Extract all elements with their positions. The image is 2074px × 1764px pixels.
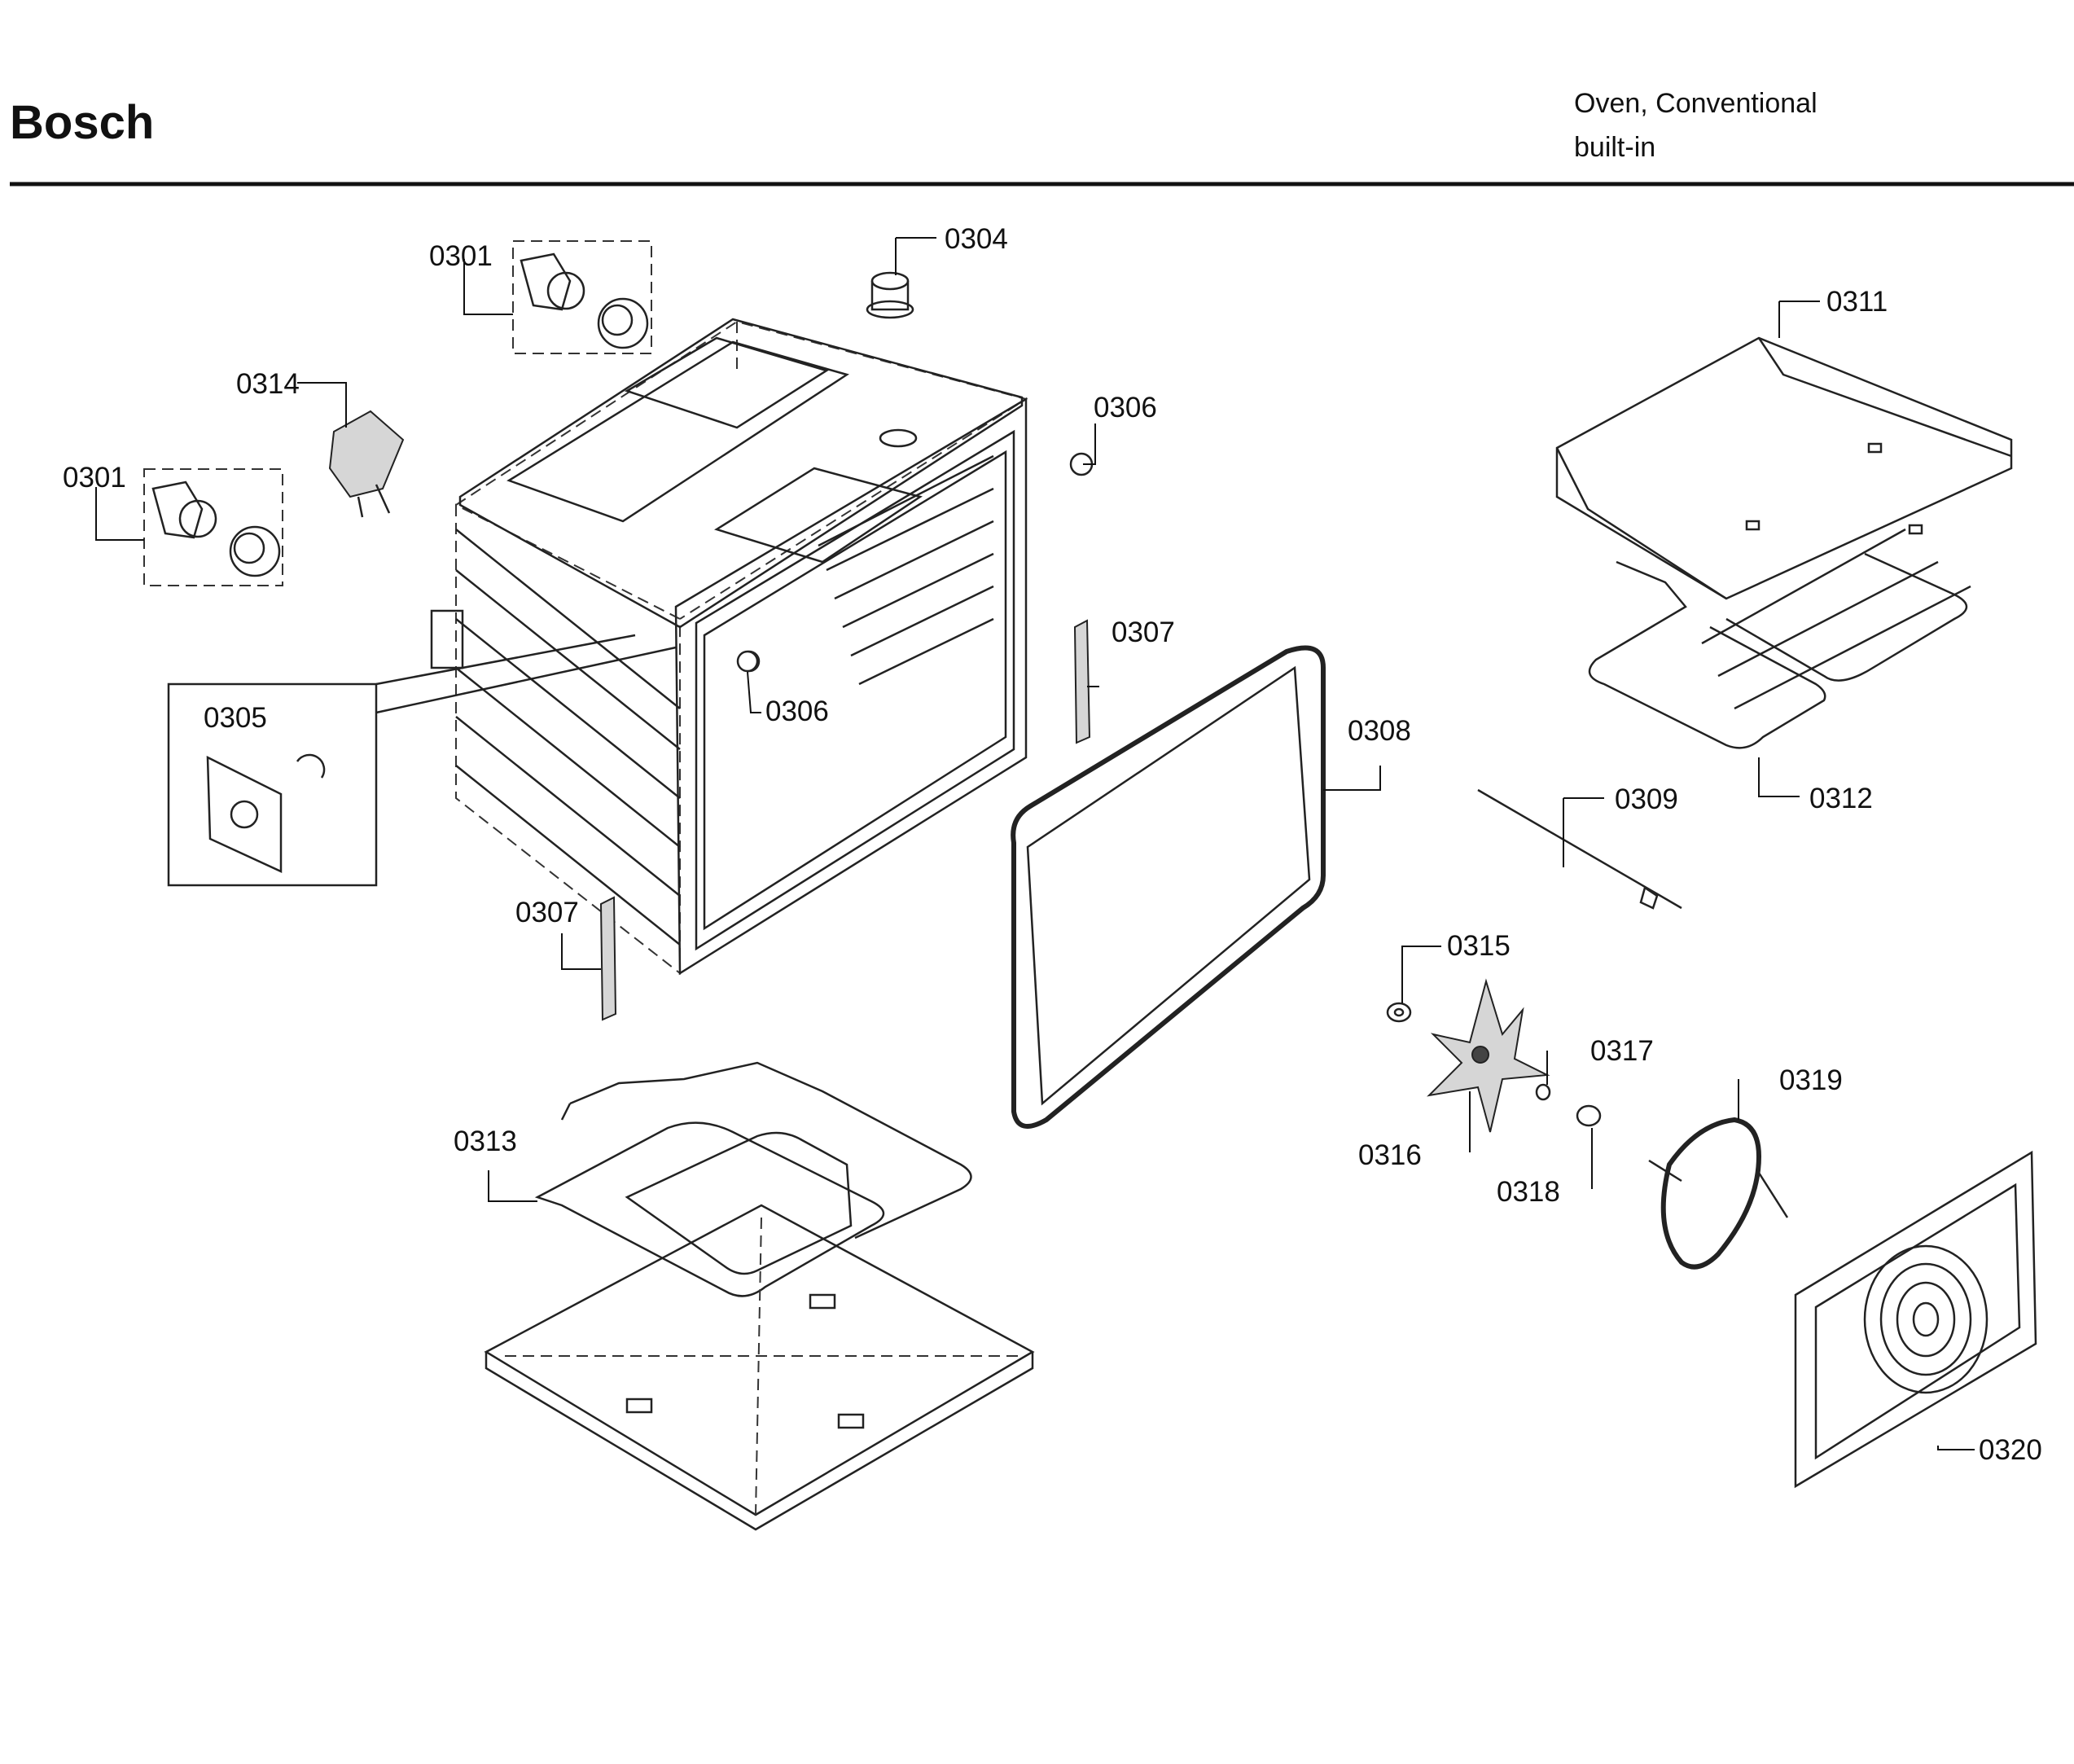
nut-part: [1535, 1083, 1551, 1101]
callout-0309: 0309: [1615, 783, 1678, 815]
temperature-sensor-part: [1477, 788, 1682, 910]
washer-part: [1386, 1002, 1412, 1023]
detail-inset-0305: [167, 634, 677, 887]
bottom-panel-part: [484, 1204, 1035, 1531]
callout-0320: 0320: [1979, 1434, 2042, 1466]
bake-element-part: [534, 1061, 972, 1297]
callout-0319: 0319: [1779, 1064, 1843, 1096]
callout-0306-top: 0306: [1094, 392, 1157, 423]
callout-0313: 0313: [454, 1126, 517, 1157]
oven-cavity-part: [430, 318, 1028, 976]
callout-0318: 0318: [1497, 1176, 1560, 1208]
callout-0306-inner: 0306: [765, 696, 829, 727]
cap-nut-part: [1576, 1104, 1602, 1127]
product-subtype: built-in: [1574, 132, 1655, 163]
convection-fan-part: [1427, 978, 1550, 1133]
callout-0314: 0314: [236, 368, 300, 400]
convection-element-part: [1648, 1117, 1789, 1270]
hinge-bracket-part-right: [1073, 619, 1091, 744]
door-gasket-part: [1011, 645, 1326, 1129]
callout-0317: 0317: [1590, 1035, 1654, 1067]
callout-0308: 0308: [1348, 715, 1411, 747]
callout-0301-left: 0301: [63, 462, 126, 494]
callout-0312: 0312: [1809, 783, 1873, 814]
switch-part: [328, 410, 405, 518]
callout-0301-top: 0301: [429, 240, 493, 272]
callout-0311: 0311: [1826, 286, 1888, 318]
callout-0316: 0316: [1358, 1139, 1422, 1171]
top-heat-shield-part: [1555, 336, 2013, 600]
leader-lines: [95, 237, 1975, 1450]
callout-0307-left: 0307: [515, 897, 579, 928]
callout-0315: 0315: [1447, 930, 1511, 962]
callout-0305: 0305: [204, 702, 267, 734]
callout-0304: 0304: [945, 223, 1008, 255]
lamp-socket-part-left: [143, 468, 283, 586]
lamp-socket-part-top: [512, 240, 652, 354]
fan-cover-part: [1794, 1150, 2037, 1489]
broil-element-part: [1588, 528, 1971, 749]
brand-title: Bosch: [10, 96, 154, 149]
hinge-bracket-part-left: [599, 896, 617, 1021]
light-cover-part-2: [736, 650, 759, 673]
product-type: Oven, Conventional: [1574, 88, 1817, 119]
vent-fitting-part: [866, 271, 914, 319]
callout-0307-right: 0307: [1112, 617, 1175, 648]
